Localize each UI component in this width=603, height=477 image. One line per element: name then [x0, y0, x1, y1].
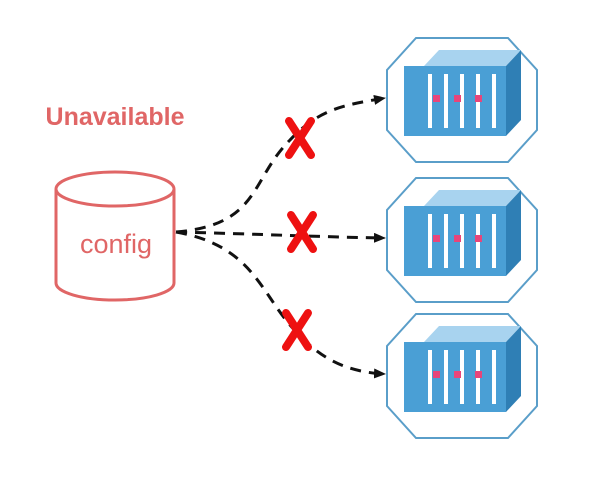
red-x-icon: [291, 215, 313, 249]
connection-line-bottom: [175, 230, 386, 379]
container-icon: [386, 313, 538, 439]
connection-line-middle: [175, 230, 386, 243]
container-icon: [386, 177, 538, 303]
container-icon: [386, 37, 538, 163]
datastore-label: config: [80, 229, 152, 259]
connection-line-top: [175, 94, 386, 234]
database-cylinder-icon: [54, 170, 176, 302]
status-label: Unavailable: [46, 103, 185, 131]
red-x-icon: [286, 313, 308, 347]
connection-lines: [175, 94, 386, 379]
